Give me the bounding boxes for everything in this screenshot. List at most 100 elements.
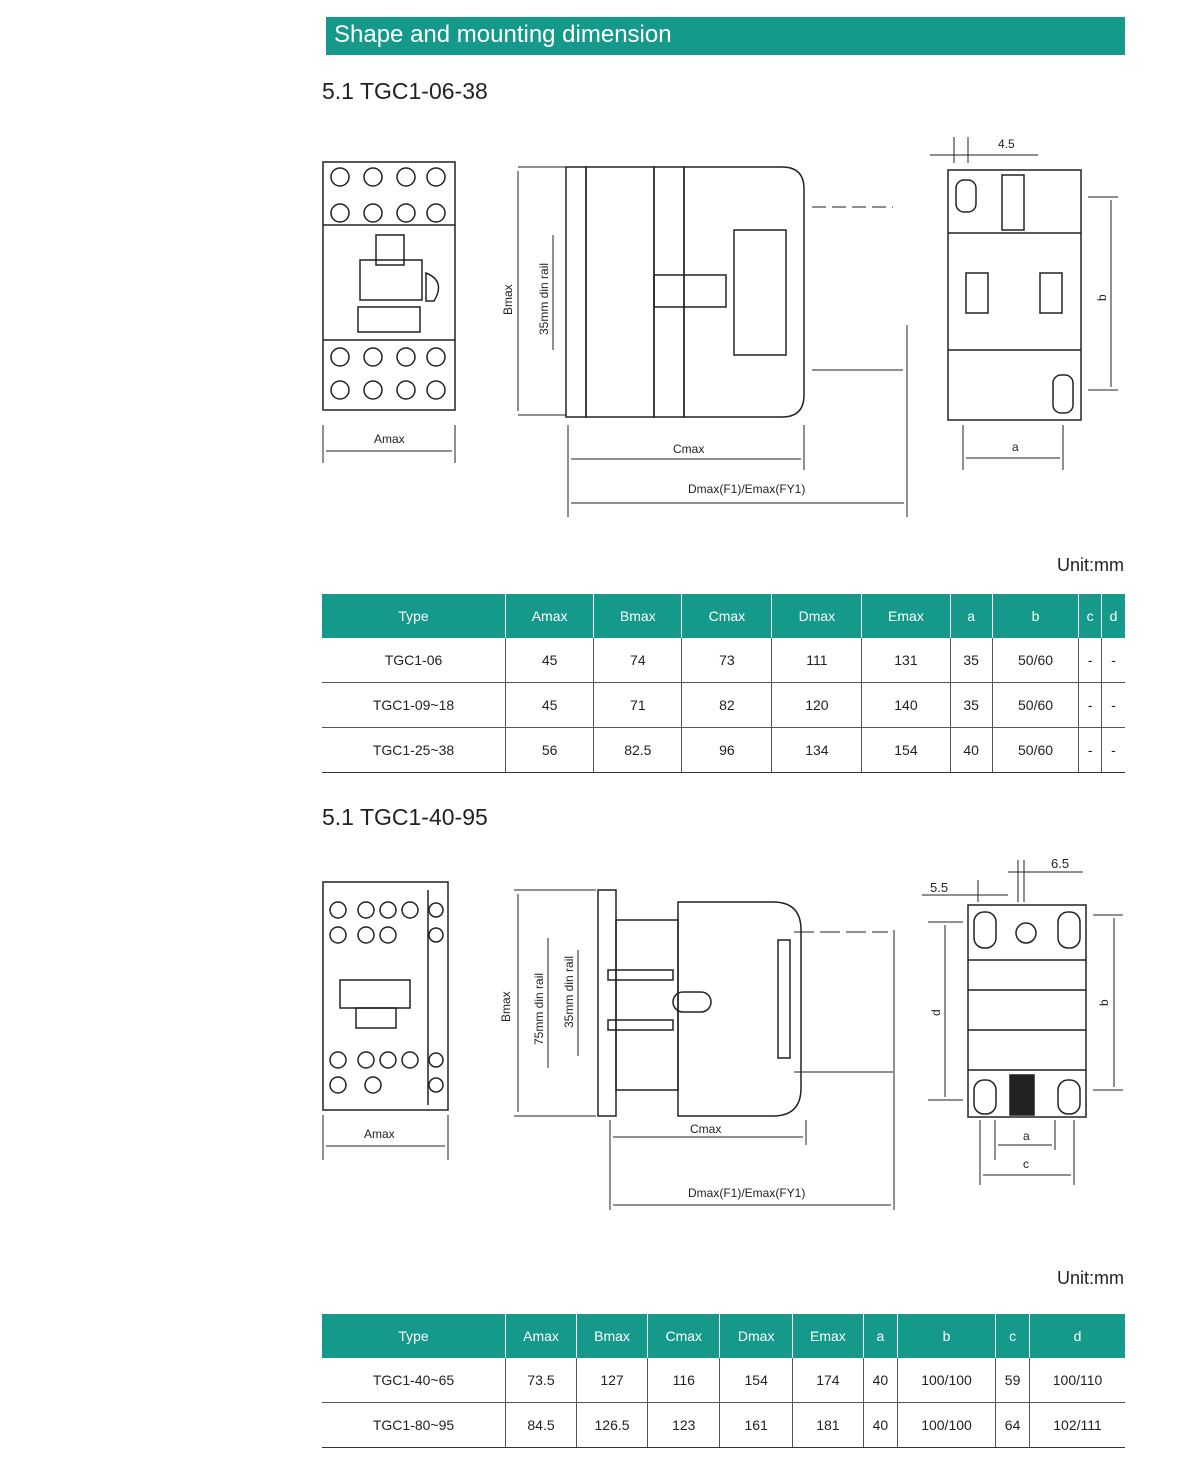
- cell-amax: 84.5: [505, 1402, 578, 1448]
- cell-b: 100/100: [897, 1358, 997, 1403]
- cell-type: TGC1-80~95: [322, 1402, 506, 1448]
- label-amax-1: Amax: [374, 432, 405, 446]
- cell-d: -: [1101, 638, 1125, 683]
- cell-bmax: 82.5: [593, 727, 683, 773]
- cell-a: 40: [863, 1358, 898, 1403]
- header-bmax: Bmax: [576, 1314, 649, 1358]
- header-d: d: [1101, 594, 1125, 638]
- section-banner: Shape and mounting dimension: [326, 17, 1125, 55]
- cell-b: 100/100: [897, 1402, 997, 1448]
- bottom-view: [930, 137, 1118, 470]
- header-c: c: [995, 1314, 1031, 1358]
- cell-emax: 131: [861, 638, 951, 683]
- cell-emax: 140: [861, 682, 951, 728]
- dimension-table-tgc1-06-38: Type Amax Bmax Cmax Dmax Emax a b c d TG…: [322, 594, 1125, 773]
- label-dmax-emax-1: Dmax(F1)/Emax(FY1): [688, 482, 805, 496]
- label-a-1: a: [1012, 440, 1019, 454]
- header-type: Type: [322, 594, 506, 638]
- label-dim-6-5: 6.5: [1051, 856, 1069, 871]
- header-b: b: [992, 594, 1080, 638]
- header-a: a: [950, 594, 993, 638]
- label-din-rail-75: 75mm din rail: [532, 973, 546, 1045]
- cell-cmax: 73: [681, 638, 773, 683]
- side-view: [517, 166, 908, 517]
- cell-d: -: [1101, 682, 1125, 728]
- header-dmax: Dmax: [719, 1314, 793, 1358]
- label-amax-2: Amax: [364, 1127, 395, 1141]
- dimension-drawing-tgc1-40-95: Amax Bmax 75mm din rail 35mm din rail Cm…: [318, 850, 1130, 1220]
- cell-d: 100/110: [1029, 1358, 1125, 1403]
- label-dim-5-5: 5.5: [930, 880, 948, 895]
- cell-b: 50/60: [992, 682, 1080, 728]
- cell-type: TGC1-40~65: [322, 1358, 506, 1403]
- header-c: c: [1078, 594, 1103, 638]
- label-bmax-1: Bmax: [501, 284, 515, 315]
- header-b: b: [897, 1314, 997, 1358]
- cell-dmax: 120: [771, 682, 863, 728]
- table-row: TGC1-06 45 74 73 111 131 35 50/60 - -: [322, 638, 1125, 683]
- front-view: [322, 881, 449, 1160]
- cell-emax: 154: [861, 727, 951, 773]
- cell-c: -: [1078, 638, 1103, 683]
- table-row: TGC1-80~95 84.5 126.5 123 161 181 40 100…: [322, 1402, 1125, 1448]
- table-header-row: Type Amax Bmax Cmax Dmax Emax a b c d: [322, 594, 1125, 638]
- section-title-tgc1-40-95: 5.1 TGC1-40-95: [322, 804, 488, 830]
- cell-d: 102/111: [1029, 1402, 1125, 1448]
- bottom-view: [922, 860, 1123, 1185]
- cell-bmax: 126.5: [576, 1402, 649, 1448]
- label-c-2: c: [1023, 1157, 1029, 1171]
- table-row: TGC1-09~18 45 71 82 120 140 35 50/60 - -: [322, 682, 1125, 728]
- cell-amax: 56: [505, 727, 595, 773]
- header-emax: Emax: [792, 1314, 864, 1358]
- cell-a: 35: [950, 638, 993, 683]
- label-cmax-1: Cmax: [673, 442, 704, 456]
- dimension-table-tgc1-40-95: Type Amax Bmax Cmax Dmax Emax a b c d TG…: [322, 1314, 1125, 1448]
- unit-label-1: Unit:mm: [1057, 555, 1124, 575]
- cell-type: TGC1-06: [322, 638, 506, 683]
- cell-c: 64: [995, 1402, 1031, 1448]
- cell-a: 35: [950, 682, 993, 728]
- header-amax: Amax: [505, 1314, 578, 1358]
- label-a-2: a: [1023, 1129, 1030, 1143]
- cell-amax: 45: [505, 638, 595, 683]
- side-view: [514, 889, 895, 1210]
- cell-type: TGC1-09~18: [322, 682, 506, 728]
- label-cmax-2: Cmax: [690, 1122, 721, 1136]
- label-d-2: d: [929, 1009, 943, 1016]
- header-emax: Emax: [861, 594, 951, 638]
- cell-dmax: 161: [719, 1402, 793, 1448]
- header-d: d: [1029, 1314, 1125, 1358]
- header-dmax: Dmax: [771, 594, 863, 638]
- header-amax: Amax: [505, 594, 595, 638]
- label-b-2: b: [1097, 999, 1111, 1006]
- table-row: TGC1-25~38 56 82.5 96 134 154 40 50/60 -…: [322, 727, 1125, 773]
- header-cmax: Cmax: [681, 594, 773, 638]
- cell-amax: 73.5: [505, 1358, 578, 1403]
- cell-c: 59: [995, 1358, 1031, 1403]
- cell-bmax: 74: [593, 638, 683, 683]
- header-type: Type: [322, 1314, 506, 1358]
- cell-c: -: [1078, 727, 1103, 773]
- label-din-rail-1: 35mm din rail: [537, 263, 551, 335]
- cell-type: TGC1-25~38: [322, 727, 506, 773]
- cell-emax: 174: [792, 1358, 864, 1403]
- cell-emax: 181: [792, 1402, 864, 1448]
- header-cmax: Cmax: [647, 1314, 721, 1358]
- table-header-row: Type Amax Bmax Cmax Dmax Emax a b c d: [322, 1314, 1125, 1358]
- cell-dmax: 154: [719, 1358, 793, 1403]
- cell-cmax: 96: [681, 727, 773, 773]
- label-dim-4-5: 4.5: [998, 137, 1015, 151]
- unit-label-2: Unit:mm: [1057, 1268, 1124, 1288]
- label-din-rail-35: 35mm din rail: [562, 956, 576, 1028]
- cell-b: 50/60: [992, 638, 1080, 683]
- label-bmax-2: Bmax: [499, 991, 513, 1022]
- header-bmax: Bmax: [593, 594, 683, 638]
- cell-d: -: [1101, 727, 1125, 773]
- cell-bmax: 71: [593, 682, 683, 728]
- cell-cmax: 116: [647, 1358, 721, 1403]
- cell-c: -: [1078, 682, 1103, 728]
- label-b-1: b: [1095, 294, 1109, 301]
- label-dmax-emax-2: Dmax(F1)/Emax(FY1): [688, 1186, 805, 1200]
- section-title-tgc1-06-38: 5.1 TGC1-06-38: [322, 78, 488, 104]
- front-view: [322, 161, 456, 463]
